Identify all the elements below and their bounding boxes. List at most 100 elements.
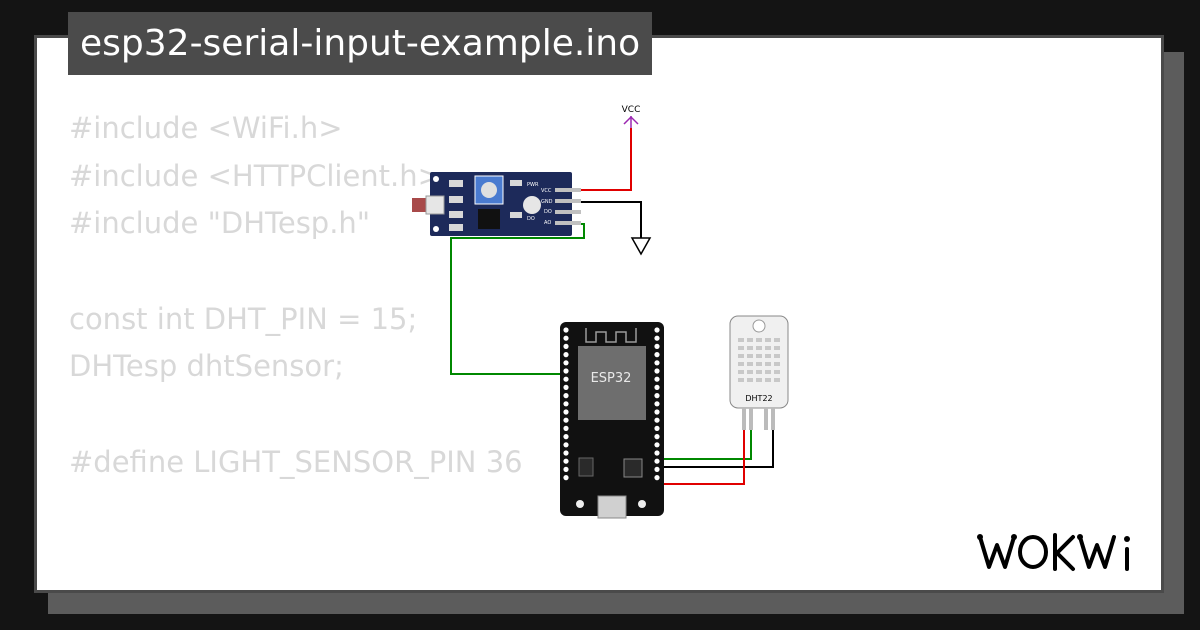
dht22-vent [765,370,771,374]
dht22-vent [765,338,771,342]
dht22-vent [747,354,753,358]
dht22-vent [756,362,762,366]
dht22-vent [747,362,753,366]
esp32-pin [654,475,660,481]
esp32-pin [563,393,569,399]
ldr-pin-gnd-label: GND [541,199,553,205]
ldr-do-led-label: DO [527,216,535,222]
esp32-pin [654,384,660,390]
ldr-pwr-label: PWR [527,182,539,188]
dht22-vent [747,338,753,342]
esp32-pin [654,335,660,341]
dht22-vent-grid [738,338,780,382]
esp32-pin [563,327,569,333]
dht22-vent [756,354,762,358]
esp32-pin [654,368,660,374]
dht22-vent [756,370,762,374]
esp32-pin [563,384,569,390]
esp32-pin [563,352,569,358]
dht22-vent [738,378,744,382]
vcc-label: VCC [622,105,641,115]
ldr-pin-vcc-label: VCC [541,188,552,194]
wire-dht-data [664,430,752,460]
esp32-label: ESP32 [591,371,632,386]
esp32-pin [563,466,569,472]
code-line: #include <WiFi.h> [69,111,343,145]
dht22-vent [756,378,762,382]
dht22-vent [738,354,744,358]
dht22-vent [774,346,780,350]
dht22-vent [765,362,771,366]
esp32-pin [563,401,569,407]
project-card: #include <WiFi.h> #include <HTTPClient.h>… [34,35,1164,593]
wire-gnd [580,201,642,238]
esp32-pin [654,425,660,431]
esp32-pin [563,434,569,440]
dht22-sensor[interactable]: DHT22 [729,315,789,430]
esp32-pin [654,401,660,407]
ground-symbol [630,237,652,256]
dht22-vent [756,346,762,350]
esp32-pin [654,417,660,423]
esp32-pin [563,475,569,481]
ldr-module[interactable]: PWR DO VCC GND DO AO [412,172,581,236]
esp32-pins [563,327,660,481]
esp32-pin [654,352,660,358]
wire-dht-vcc [664,430,745,485]
dht22-vent [774,338,780,342]
esp32-pin [654,458,660,464]
esp32-pin [563,425,569,431]
esp32-pin [563,450,569,456]
esp32-pin [654,376,660,382]
vcc-symbol: VCC [622,105,641,128]
esp32-pin [654,442,660,448]
code-line: #include <HTTPClient.h> [69,158,442,193]
dht22-vent [765,378,771,382]
dht22-vent [738,362,744,366]
esp32-pin [654,393,660,399]
esp32-pin [654,343,660,349]
wokwi-logo [977,533,1130,571]
esp32-pin [563,360,569,366]
dht22-vent [756,338,762,342]
esp32-pin [563,442,569,448]
esp32-pin [654,360,660,366]
esp32-pin [654,450,660,456]
dht22-vent [774,354,780,358]
esp32-pin [563,343,569,349]
code-line: const int DHT_PIN = 15; [69,301,418,336]
esp32-pin [563,417,569,423]
dht22-vent [774,378,780,382]
esp32-pin [563,335,569,341]
ldr-pin-do-label: DO [544,209,552,215]
dht22-vent [738,338,744,342]
code-line: #define LIGHT_SENSOR_PIN 36 [69,444,523,479]
dht22-vent [738,346,744,350]
esp32-pin [563,409,569,415]
project-title: esp32-serial-input-example.ino [68,12,653,75]
esp32-pin [654,466,660,472]
wire-dht-gnd [664,430,774,468]
dht22-label: DHT22 [745,394,772,403]
dht22-vent [774,370,780,374]
code-preview: #include <WiFi.h> #include <HTTPClient.h>… [69,105,523,487]
wire-ao [450,223,585,375]
esp32-board[interactable]: ESP32 [560,322,664,519]
dht22-vent [747,370,753,374]
esp32-pin [563,458,569,464]
dht22-vent [738,370,744,374]
esp32-pin [654,434,660,440]
code-line: DHTesp dhtSensor; [69,349,344,384]
code-line: #include "DHTesp.h" [69,206,371,241]
dht22-vent [747,378,753,382]
dht22-vent [774,362,780,366]
esp32-pin [563,376,569,382]
dht22-vent [747,346,753,350]
dht22-vent [765,346,771,350]
ldr-pin-ao-label: AO [544,220,551,226]
dht22-vent [765,354,771,358]
esp32-pin [563,368,569,374]
wire-vcc [580,128,632,191]
esp32-pin [654,409,660,415]
